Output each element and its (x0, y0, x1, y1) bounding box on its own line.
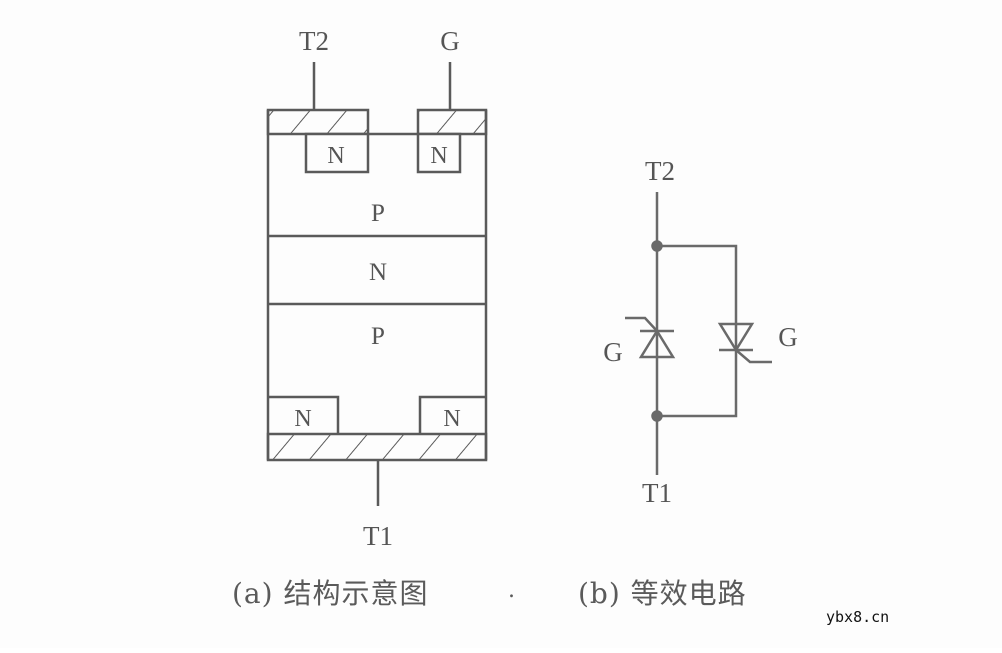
circuit-label-g-right: G (778, 322, 798, 352)
label-top-n-right: N (430, 143, 447, 169)
top-n-region-left (304, 132, 370, 174)
top-junction-dot (651, 240, 663, 252)
label-bottom-n-right: N (443, 406, 460, 432)
g-metal-contact (416, 108, 488, 136)
label-layer-p-lower: P (371, 323, 385, 350)
top-n-region-right (416, 132, 462, 174)
right-thyristor-symbol (717, 322, 772, 364)
right-gate-lead (735, 349, 772, 364)
label-t2: T2 (299, 26, 329, 56)
caption-a-dot: . (508, 578, 516, 603)
label-top-n-left: N (327, 143, 344, 169)
bottom-junction-dot (651, 410, 663, 422)
caption-a: (a) 结构示意图 (232, 577, 429, 610)
left-thyristor-symbol (625, 316, 676, 359)
bottom-n-region-left (268, 395, 340, 434)
label-bottom-n-left: N (294, 406, 311, 432)
label-layer-p-upper: P (371, 200, 385, 227)
caption-b: (b) 等效电路 (578, 577, 747, 610)
parallel-branch-wire (657, 244, 738, 418)
watermark: ybx8.cn (826, 608, 890, 626)
circuit-label-t2: T2 (645, 156, 675, 186)
equivalent-circuit (625, 192, 772, 475)
label-t1: T1 (363, 521, 393, 551)
t1-metal-contact (266, 432, 488, 462)
left-gate-lead (625, 316, 658, 332)
circuit-label-t1: T1 (642, 478, 672, 508)
label-layer-n-middle: N (369, 259, 387, 286)
circuit-label-g-left: G (603, 337, 623, 367)
t2-metal-contact (266, 108, 370, 136)
bottom-n-region-right (418, 395, 486, 434)
label-g: G (440, 26, 460, 56)
structure-diagram (266, 62, 488, 506)
